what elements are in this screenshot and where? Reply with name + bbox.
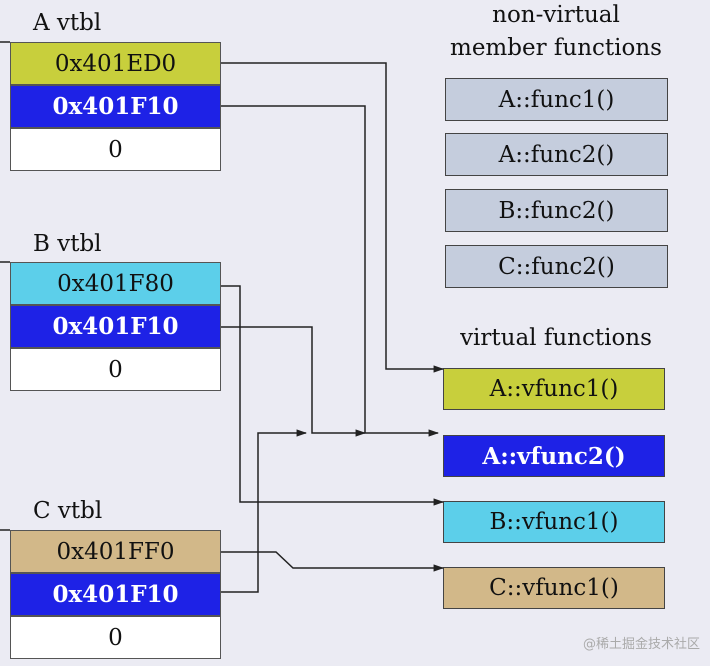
a-vtbl-entry-1: 0x401F10 (10, 85, 221, 128)
a-vtbl-entry-0: 0x401ED0 (10, 42, 221, 85)
watermark: @稀土掘金技术社区 (582, 637, 700, 652)
arrow-b-entry1-to-a-vfunc2 (221, 326, 367, 437)
a-vtbl-label: A vtbl (33, 10, 102, 36)
non-virtual-heading-line2: member functions (450, 35, 662, 61)
virtual-func-0: A::vfunc1() (443, 368, 665, 410)
virtual-heading: virtual functions (460, 325, 652, 351)
b-vtbl-entry-2: 0 (10, 348, 221, 391)
c-vtbl-label: C vtbl (33, 498, 103, 524)
b-vtbl-label: B vtbl (33, 231, 102, 257)
virtual-func-2: B::vfunc1() (443, 501, 665, 543)
non-virtual-heading-line1: non-virtual (492, 2, 620, 28)
arrow-c-entry1-to-a-vfunc2 (221, 429, 308, 593)
virtual-func-3: C::vfunc1() (443, 567, 665, 609)
a-vtbl-entry-2: 0 (10, 128, 221, 171)
c-vtbl-entry-0: 0x401FF0 (10, 530, 221, 573)
arrow-b-entry0-to-b-vfunc1 (221, 285, 445, 506)
non-virtual-func-2: B::func2() (445, 189, 668, 232)
non-virtual-func-3: C::func2() (445, 245, 668, 288)
non-virtual-func-0: A::func1() (445, 78, 668, 121)
arrow-a-entry0-to-a-vfunc1 (221, 62, 445, 373)
b-vtbl-entry-1: 0x401F10 (10, 305, 221, 348)
c-vtbl-entry-1: 0x401F10 (10, 573, 221, 616)
b-vtbl-entry-0: 0x401F80 (10, 262, 221, 305)
c-vtbl-entry-2: 0 (10, 616, 221, 659)
non-virtual-func-1: A::func2() (445, 133, 668, 176)
arrow-a-entry1-to-a-vfunc2 (221, 105, 440, 437)
arrow-c-entry0-to-c-vfunc1 (221, 551, 445, 572)
virtual-func-1: A::vfunc2() (443, 435, 665, 477)
